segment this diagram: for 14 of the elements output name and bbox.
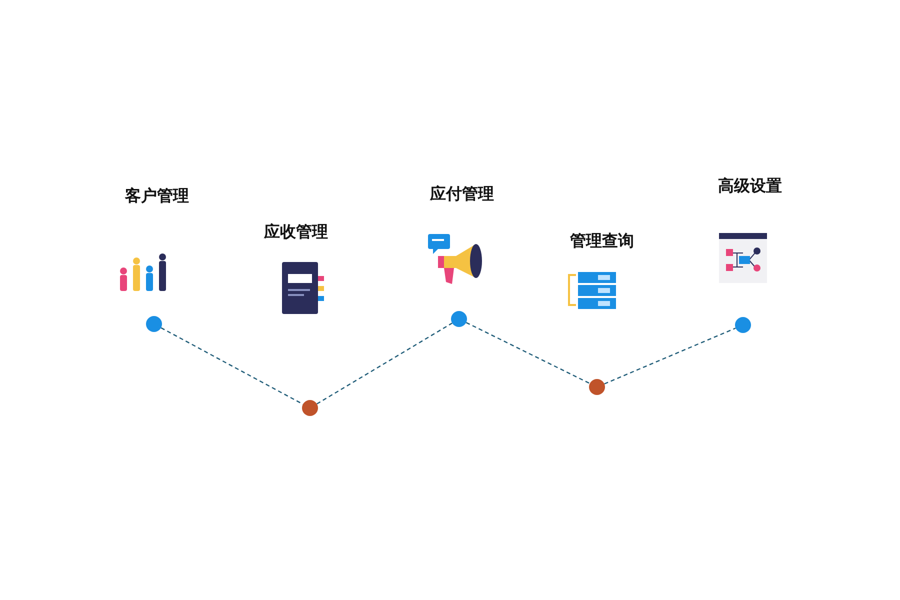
step-title: 应付管理 [430, 184, 494, 205]
dashed-connector [604, 328, 736, 384]
dashed-connector [466, 322, 590, 384]
step-title: 应收管理 [264, 222, 328, 243]
timeline-dot [735, 317, 751, 333]
timeline-dot [146, 316, 162, 332]
timeline-dot [451, 311, 467, 327]
step-title: 客户管理 [125, 186, 189, 207]
dashed-connector [316, 322, 452, 404]
dashed-connector [160, 327, 304, 405]
step-title: 高级设置 [718, 176, 782, 197]
step-title: 管理查询 [570, 231, 634, 252]
timeline-dot [302, 400, 318, 416]
timeline-dot [589, 379, 605, 395]
